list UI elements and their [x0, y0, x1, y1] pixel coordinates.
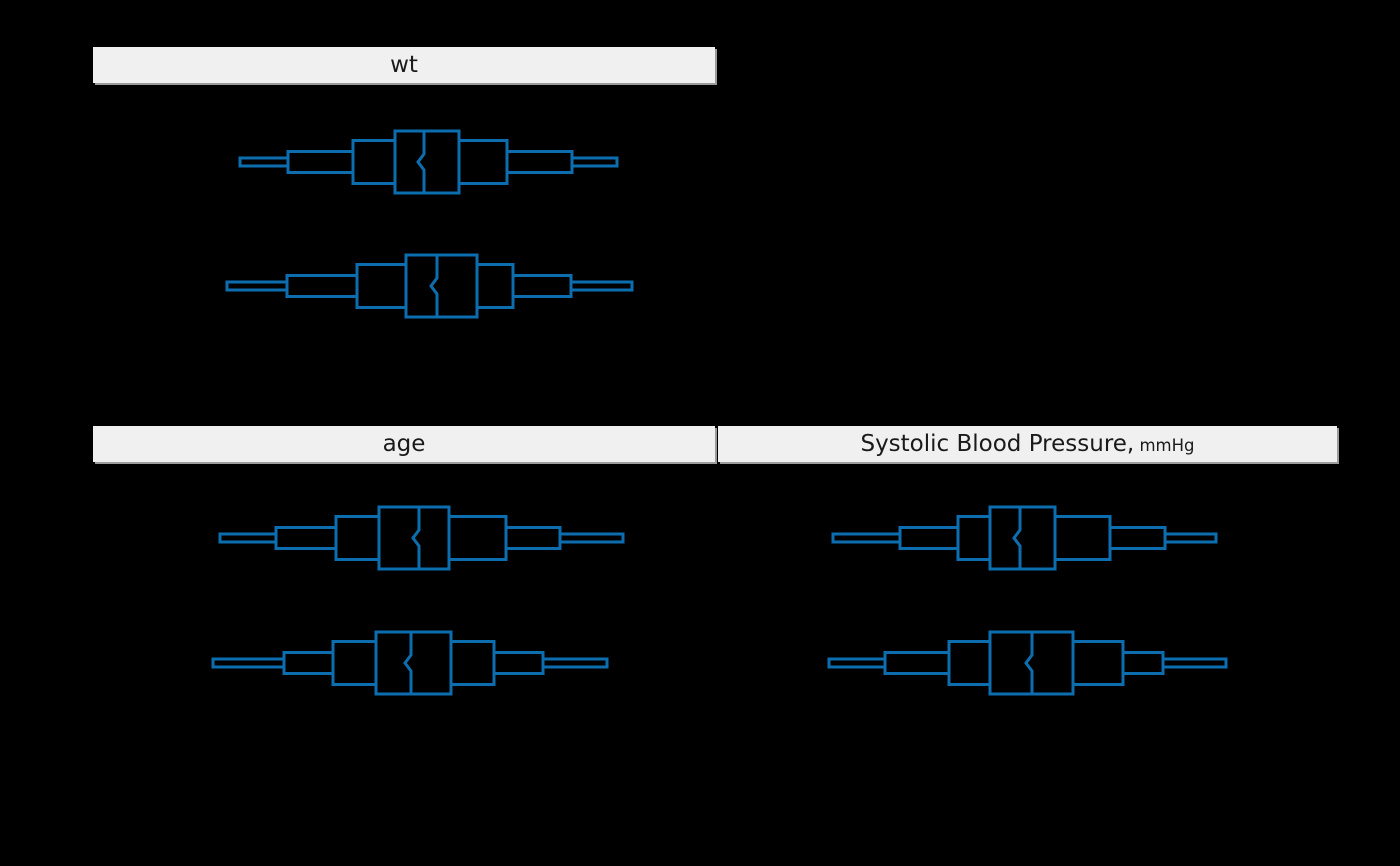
- boxen-level-rect: [282, 651, 335, 675]
- facet-strip-sbp-text: Systolic Blood Pressure, mmHg: [860, 430, 1195, 457]
- boxen-level-rect: [569, 280, 634, 292]
- facet-strip-sbp-suffix: mmHg: [1134, 435, 1195, 455]
- boxen-level-rect: [225, 280, 289, 292]
- boxen-level-rect: [274, 526, 338, 550]
- boxen-level-rect: [449, 640, 496, 686]
- boxen-level-rect: [558, 532, 625, 544]
- boxen-level-rect: [218, 532, 278, 544]
- median-line: [411, 507, 421, 569]
- median-line: [416, 131, 426, 193]
- boxen-level-rect: [504, 526, 562, 550]
- facet-strip-wt-text: wt: [390, 51, 418, 78]
- facet-strip-wt: wt: [93, 47, 715, 83]
- boxen-level-rect: [1108, 526, 1167, 550]
- boxen-level-rect: [374, 630, 453, 696]
- boxen-level-rect: [211, 657, 286, 669]
- boxen-box-1-1: [211, 630, 609, 696]
- boxen-box-2-1: [827, 630, 1228, 696]
- boxen-box-1-0: [218, 505, 625, 571]
- boxen-box-2-0: [831, 505, 1218, 571]
- boxen-level-rect: [988, 505, 1057, 571]
- boxen-level-rect: [285, 274, 359, 298]
- boxen-level-rect: [898, 526, 960, 550]
- boxen-level-rect: [883, 651, 951, 675]
- boxen-level-rect: [956, 515, 992, 561]
- boxen-level-rect: [827, 657, 887, 669]
- boxen-level-rect: [947, 640, 992, 686]
- boxen-level-rect: [1071, 640, 1125, 686]
- boxen-level-rect: [1053, 515, 1112, 561]
- boxen-level-rect: [1161, 657, 1228, 669]
- facet-strip-age-text: age: [382, 430, 426, 457]
- boxen-level-rect: [541, 657, 609, 669]
- facet-strip-sbp-label: Systolic Blood Pressure,: [860, 430, 1135, 457]
- boxen-level-rect: [1163, 532, 1218, 544]
- facet-strip-wt-label: wt: [390, 51, 418, 78]
- boxen-level-rect: [351, 139, 397, 185]
- boxen-level-rect: [393, 129, 461, 195]
- facet-strip-age-label: age: [382, 430, 426, 457]
- boxen-level-rect: [1121, 651, 1165, 675]
- boxen-box-0-0: [238, 129, 619, 195]
- boxen-level-rect: [492, 651, 545, 675]
- boxen-level-rect: [831, 532, 902, 544]
- median-line: [429, 255, 439, 317]
- boxen-level-rect: [447, 515, 508, 561]
- boxen-level-rect: [334, 515, 381, 561]
- median-line: [1012, 507, 1022, 569]
- facet-strip-age: age: [93, 426, 715, 462]
- boxen-level-rect: [331, 640, 378, 686]
- facet-strip-sbp: Systolic Blood Pressure, mmHg: [718, 426, 1337, 462]
- boxen-level-rect: [505, 150, 574, 174]
- median-line: [403, 632, 413, 694]
- boxen-level-rect: [475, 263, 515, 309]
- boxen-level-rect: [511, 274, 573, 298]
- boxen-level-rect: [355, 263, 408, 309]
- boxen-level-rect: [570, 156, 619, 168]
- boxen-level-rect: [457, 139, 509, 185]
- boxen-level-rect: [238, 156, 290, 168]
- median-line: [1024, 632, 1034, 694]
- boxen-box-0-1: [225, 253, 634, 319]
- boxen-level-rect: [286, 150, 355, 174]
- boxen-level-rect: [404, 253, 479, 319]
